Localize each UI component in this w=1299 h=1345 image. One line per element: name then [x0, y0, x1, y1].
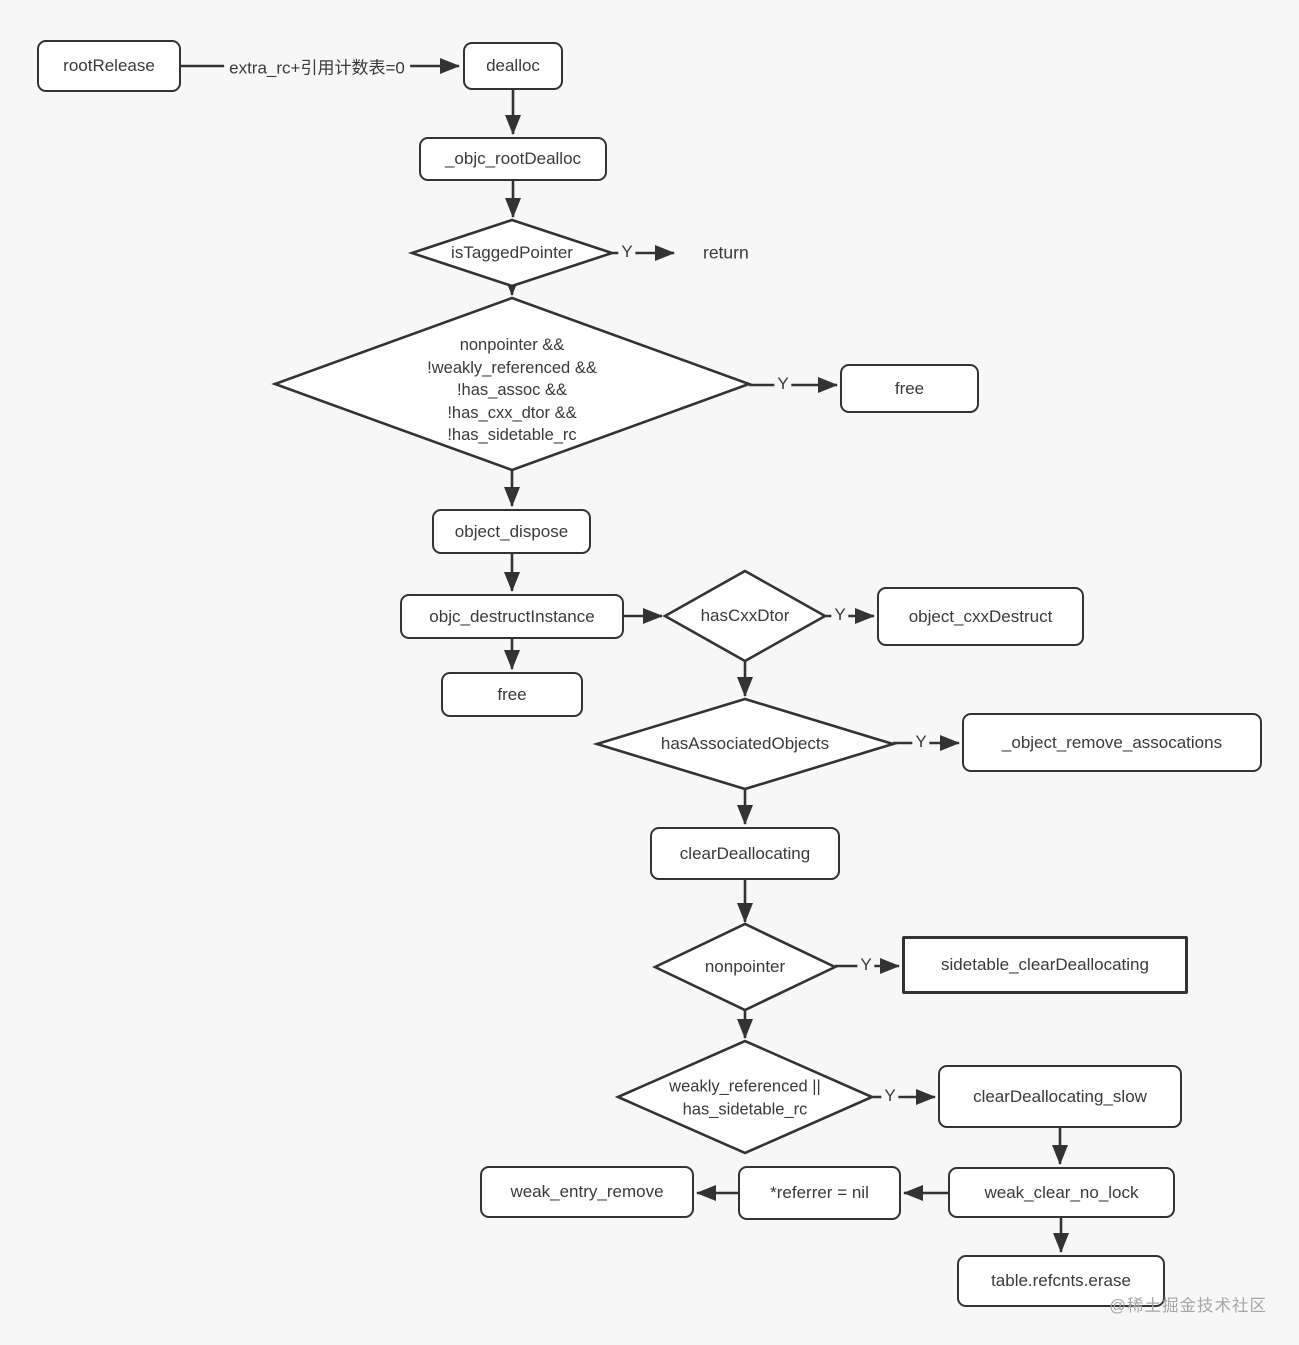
decision-shape-fast-path — [271, 296, 753, 472]
node-root-release: rootRelease — [37, 40, 181, 92]
condition-line: nonpointer && — [459, 335, 565, 354]
node-clear-deallocating-slow: clearDeallocating_slow — [938, 1065, 1182, 1128]
node-dealloc: dealloc — [463, 42, 563, 90]
decision-label-fast-path: nonpointer && !weakly_referenced && !has… — [427, 334, 597, 447]
condition-line: !weakly_referenced && — [427, 358, 597, 377]
condition-line: !has_cxx_dtor && — [447, 403, 577, 422]
decision-label-weak-or-sidetable: weakly_referenced || has_sidetable_rc — [669, 1076, 821, 1121]
branch-label-yes: Y — [831, 605, 849, 625]
decision-shape-weak-or-sidetable — [614, 1039, 876, 1155]
condition-line: has_sidetable_rc — [682, 1100, 808, 1118]
decision-shape-has-cxx-dtor — [662, 569, 828, 663]
decision-label-has-associated-objects: hasAssociatedObjects — [660, 734, 830, 753]
node-object-remove-assocations: _object_remove_assocations — [962, 713, 1262, 772]
node-free-fast: free — [840, 364, 979, 413]
decision-label-has-cxx-dtor: hasCxxDtor — [700, 606, 790, 625]
node-sidetable-clear-deallocating: sidetable_clearDeallocating — [902, 936, 1188, 994]
decision-shape-nonpointer — [651, 922, 839, 1012]
node-object-cxx-destruct: object_cxxDestruct — [877, 587, 1084, 646]
branch-label-yes: Y — [881, 1086, 899, 1106]
node-objc-root-dealloc: _objc_rootDealloc — [419, 137, 607, 181]
node-table-refcnts-erase: table.refcnts.erase — [957, 1255, 1165, 1307]
edge-label-dealloc-trigger: extra_rc+引用计数表=0 — [224, 53, 410, 79]
branch-label-yes: Y — [912, 732, 930, 752]
node-object-dispose: object_dispose — [432, 509, 591, 554]
branch-label-yes: Y — [618, 242, 636, 262]
condition-line: !has_sidetable_rc — [447, 425, 577, 444]
decision-label-is-tagged-pointer: isTaggedPointer — [451, 243, 573, 262]
branch-label-yes: Y — [857, 955, 875, 975]
decision-shape-has-associated-objects — [592, 697, 898, 791]
decision-shape-is-tagged-pointer — [407, 218, 617, 288]
branch-label-yes: Y — [774, 374, 792, 394]
decision-label-nonpointer: nonpointer — [704, 957, 786, 976]
node-referrer-nil: *referrer = nil — [738, 1166, 901, 1220]
node-weak-clear-no-lock: weak_clear_no_lock — [948, 1167, 1175, 1218]
watermark: @稀土掘金技术社区 — [1109, 1297, 1267, 1315]
node-weak-entry-remove: weak_entry_remove — [480, 1166, 694, 1218]
condition-line: weakly_referenced || — [669, 1077, 821, 1096]
return-label: return — [703, 242, 749, 263]
node-clear-deallocating: clearDeallocating — [650, 827, 840, 880]
node-free-after-destruct: free — [441, 672, 583, 717]
condition-line: !has_assoc && — [456, 380, 568, 399]
node-objc-destruct-instance: objc_destructInstance — [400, 594, 624, 639]
